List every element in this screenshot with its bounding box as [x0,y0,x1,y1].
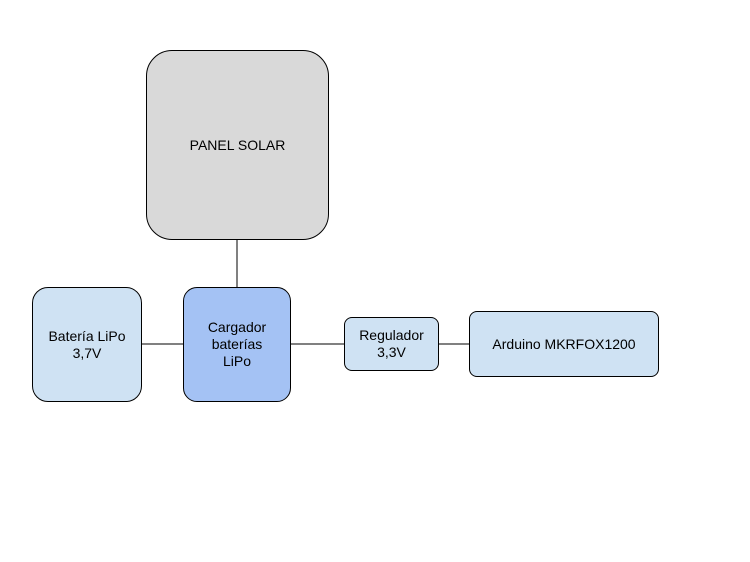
arduino-label: Arduino MKRFOX1200 [492,335,636,352]
battery-node: Batería LiPo 3,7V [32,287,142,402]
solar-panel-node: PANEL SOLAR [146,50,329,240]
charger-label: Cargador baterías LiPo [207,319,267,369]
solar-panel-label: PANEL SOLAR [189,136,286,153]
regulator-node: Regulador 3,3V [344,317,439,371]
arduino-node: Arduino MKRFOX1200 [469,311,659,377]
battery-label: Batería LiPo 3,7V [48,327,126,361]
regulator-label: Regulador 3,3V [359,327,424,360]
charger-node: Cargador baterías LiPo [183,287,291,402]
